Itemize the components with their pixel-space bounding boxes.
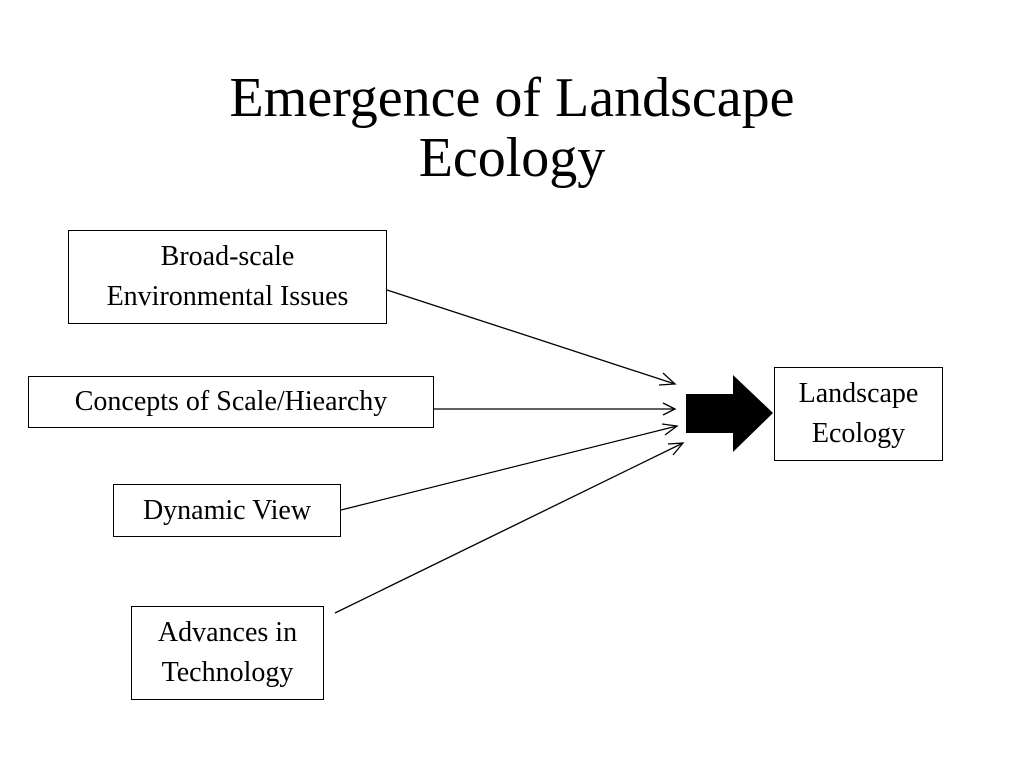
box-broad-scale-line-2: Environmental Issues <box>106 281 349 312</box>
arrowhead-broad-scale <box>658 372 677 386</box>
box-concepts-of-scale: Concepts of Scale/Hiearchy <box>28 376 434 428</box>
arrow-broad-scale <box>386 289 676 385</box>
box-broad-scale-issues: Broad-scale Environmental Issues <box>68 230 387 324</box>
arrowhead-technology <box>667 442 685 456</box>
block-arrow-icon <box>686 375 773 452</box>
arrow-dynamic <box>340 425 678 511</box>
arrow-technology <box>334 442 684 614</box>
arrowhead-scale <box>662 402 677 416</box>
box-dynamic-line-1: Dynamic View <box>142 494 312 526</box>
box-result-line-1: Landscape <box>798 378 919 409</box>
box-technology-line-2: Technology <box>161 657 294 688</box>
box-result-line-2: Ecology <box>811 418 906 449</box>
box-landscape-ecology: Landscape Ecology <box>774 367 943 461</box>
box-advances-in-technology: Advances in Technology <box>131 606 324 700</box>
arrowhead-dynamic <box>661 423 679 436</box>
box-broad-scale-line-1: Broad-scale <box>160 241 295 272</box>
title-line-1: Emergence of Landscape <box>229 67 795 129</box>
box-technology-line-1: Advances in <box>157 617 298 648</box>
box-dynamic-view: Dynamic View <box>113 484 341 537</box>
title-line-2: Ecology <box>418 127 606 189</box>
box-scale-line-1: Concepts of Scale/Hiearchy <box>74 386 388 417</box>
slide-title: Emergence of Landscape Ecology <box>0 68 1024 188</box>
